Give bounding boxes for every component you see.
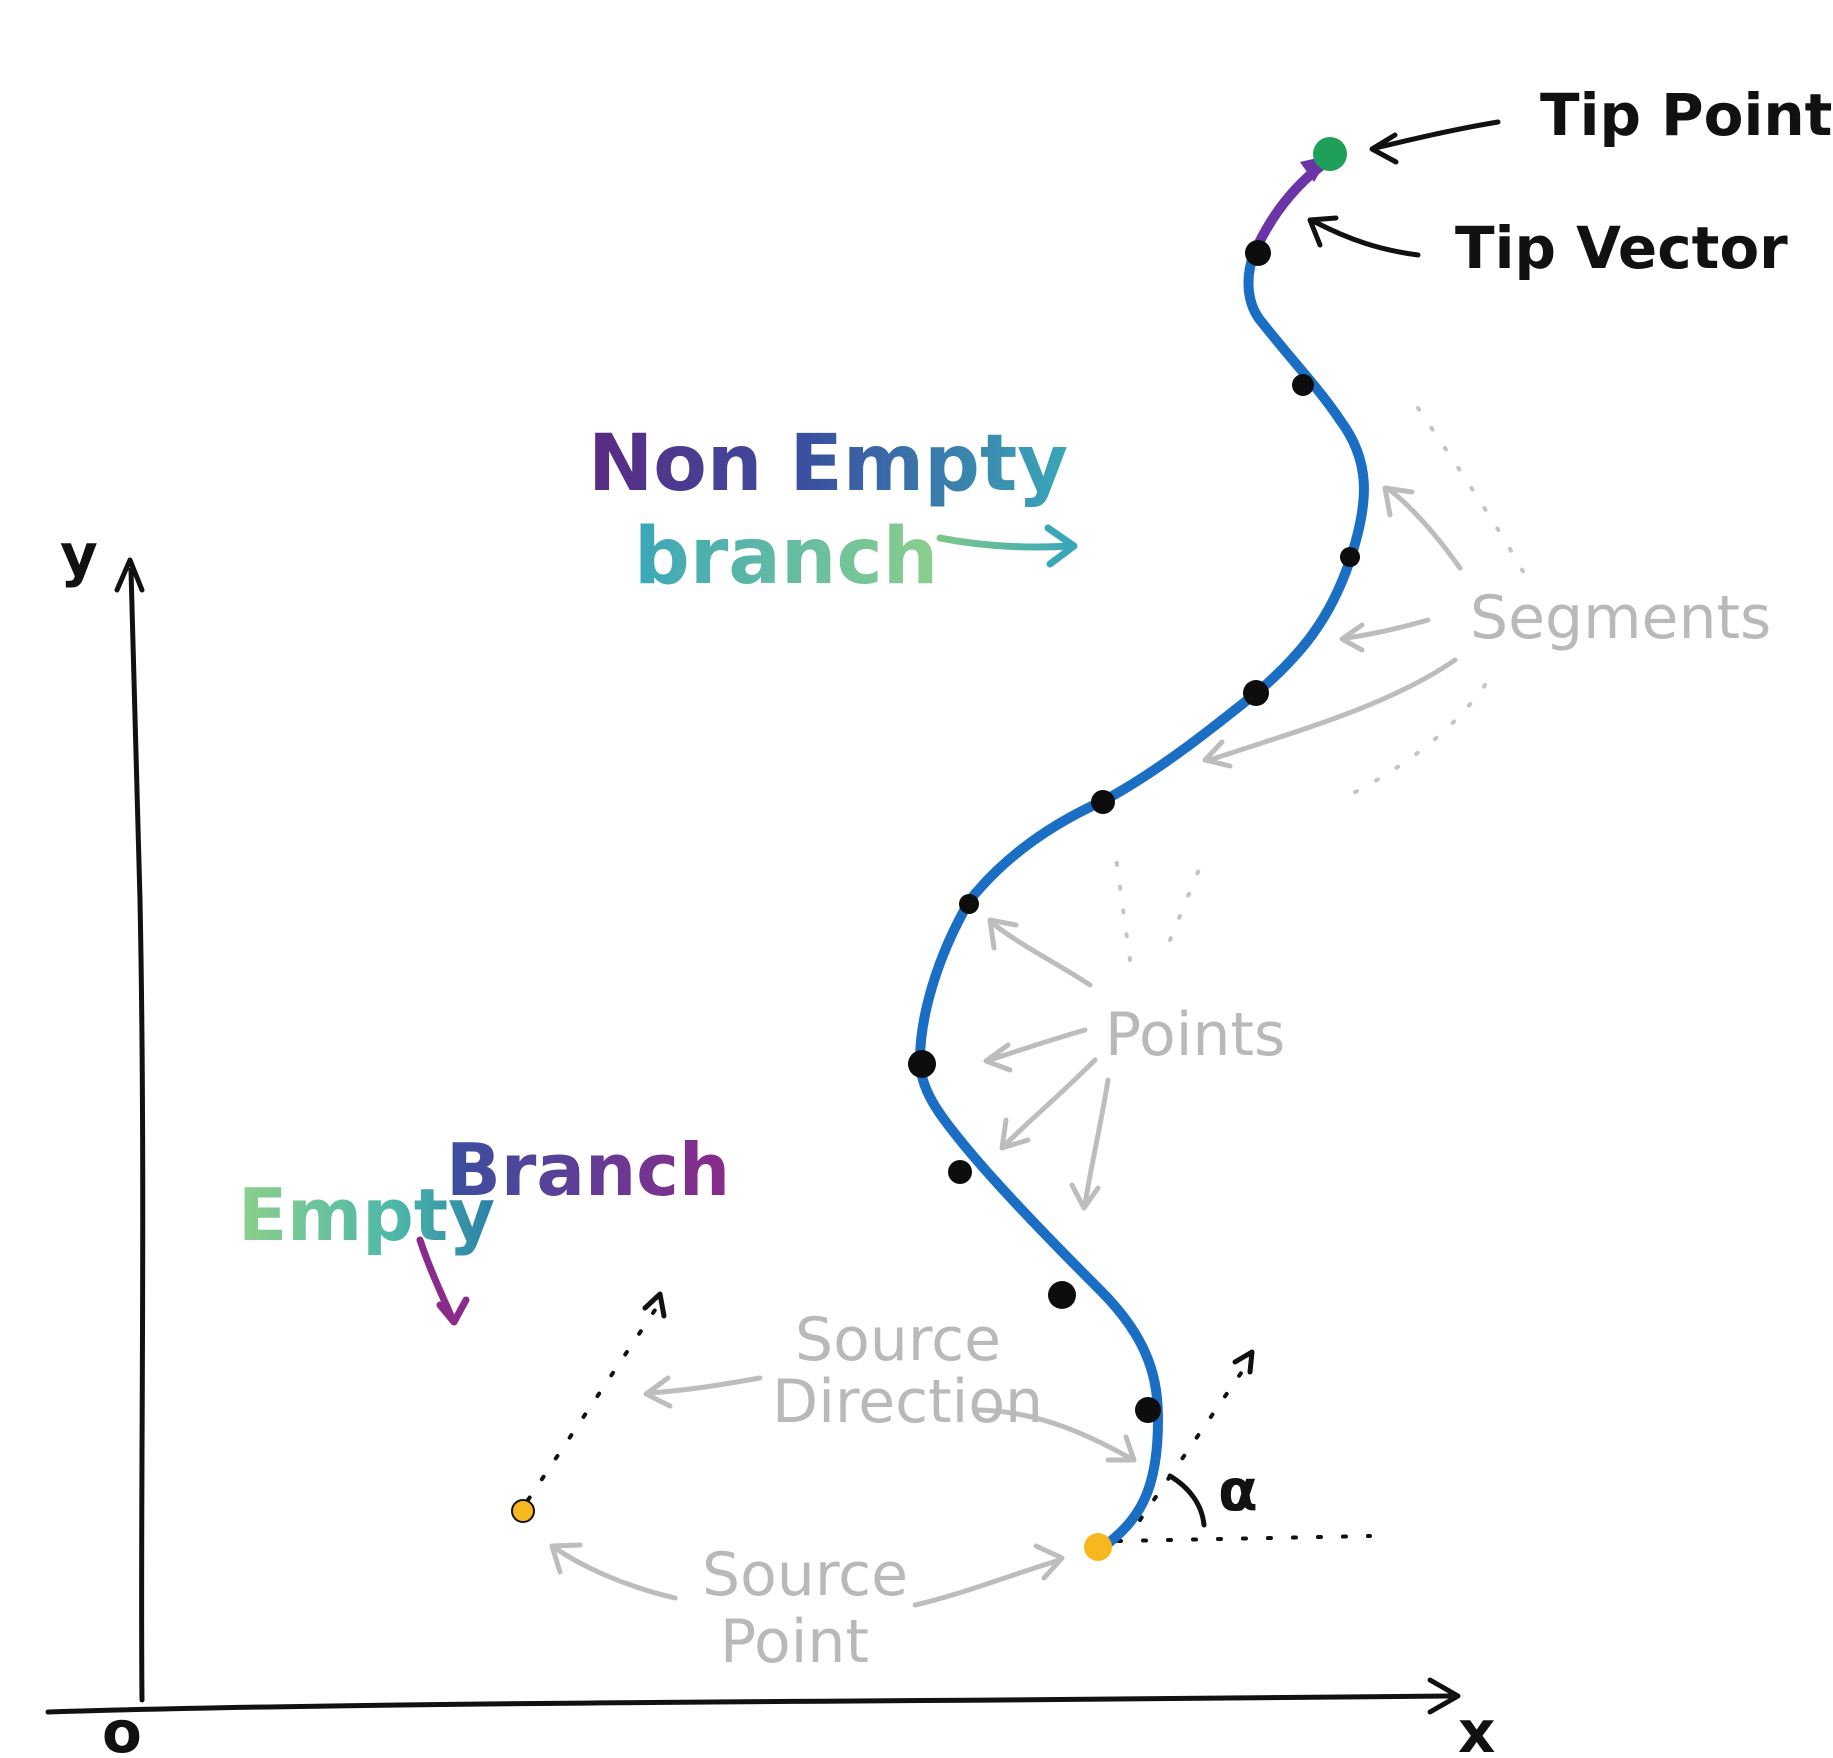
source-point-label-line2: Point [720, 1607, 869, 1677]
alpha-angle-arc [1167, 1473, 1207, 1528]
points-label: Points [1105, 1000, 1285, 1070]
empty-branch-label-word1: Empty [238, 1173, 495, 1257]
tip-vector-arrow [1312, 219, 1421, 258]
segments-arrowhead-2 [1339, 622, 1365, 653]
points-arrowhead-2 [983, 1042, 1013, 1073]
x-axis-arrowhead [1427, 1677, 1461, 1715]
source-point-arrow-left [552, 1545, 678, 1601]
non-empty-branch-arrow [936, 534, 1074, 551]
source-direction-arrowhead [1232, 1349, 1255, 1375]
tip-point [1313, 137, 1347, 171]
points-dotted-line-2 [1168, 853, 1207, 942]
empty-branch-source-point [511, 1499, 535, 1523]
source-direction-label-line2: Direction [772, 1367, 1043, 1437]
branch-point [1048, 1281, 1076, 1309]
branch-point [1091, 790, 1115, 814]
points-arrowhead-1 [987, 917, 1019, 951]
non-empty-branch-arrowhead [1044, 524, 1078, 568]
segment-dotted-line-1 [1416, 406, 1527, 577]
branch-point [948, 1160, 972, 1184]
points-arrowhead-4 [1069, 1182, 1101, 1211]
alpha-label: α [1218, 1456, 1258, 1524]
non-empty-branch-label-line2: branch [634, 512, 938, 602]
branch-point [1243, 680, 1269, 706]
tip-point-arrow [1372, 119, 1501, 151]
source-direction-arrowhead-right [1105, 1434, 1137, 1463]
tip-vector-arrowhead-annot [1307, 215, 1339, 248]
branch-point [1245, 240, 1271, 266]
points-arrowhead-3 [999, 1117, 1031, 1151]
segment-dotted-line-2 [1338, 683, 1487, 802]
non-empty-branch-source-point [1084, 1533, 1112, 1561]
branch-point [908, 1050, 936, 1078]
empty-branch-arrowhead [436, 1296, 470, 1326]
y-axis [128, 567, 146, 1703]
axis-label-x: x [1458, 1698, 1495, 1758]
segments-arrowhead-3 [1202, 739, 1233, 769]
source-direction-arrowhead-left [643, 1375, 673, 1409]
y-axis-arrowhead [114, 557, 145, 593]
source-direction-arrow-left [647, 1375, 763, 1396]
horizontal-reference-line [1116, 1534, 1372, 1543]
empty-branch-direction-arrowhead [642, 1291, 667, 1319]
source-point-label-line1: Source [702, 1540, 908, 1610]
branch-point [1292, 374, 1314, 396]
segments-arrow-2 [1342, 617, 1431, 641]
points-dotted-line-1 [1113, 848, 1132, 962]
tip-vector-label: Tip Vector [1455, 214, 1788, 282]
segments-label: Segments [1470, 583, 1771, 653]
axis-label-y: y [60, 521, 98, 589]
axes [45, 557, 1461, 1715]
points-arrow-4 [1082, 1077, 1111, 1208]
source-direction-arrow-right [972, 1407, 1133, 1461]
non-empty-branch-curve [915, 240, 1369, 1553]
source-direction-label-line1: Source [795, 1305, 1001, 1375]
segments-arrow-3 [1207, 657, 1458, 763]
source-point-arrowhead-left [549, 1542, 583, 1575]
branch-points [908, 240, 1360, 1423]
points-arrow-1 [992, 922, 1093, 988]
source-point-arrowhead-right [1033, 1543, 1065, 1581]
non-empty-branch-label-line1: Non Empty [588, 419, 1068, 509]
tip-point-label: Tip Point [1540, 81, 1832, 149]
points-arrow-3 [1002, 1057, 1098, 1148]
empty-branch-source-direction [526, 1308, 657, 1502]
tip-point-arrowhead [1369, 132, 1399, 165]
branch-point [1135, 1397, 1161, 1423]
x-axis [45, 1693, 1453, 1715]
branch-point [1340, 547, 1360, 567]
segments-arrowhead-1 [1382, 485, 1415, 518]
branch-point [959, 894, 979, 914]
origin-label: o [102, 1698, 142, 1758]
empty-branch-label-word2: Branch [446, 1128, 730, 1212]
points-arrow-2 [987, 1027, 1088, 1063]
source-point-arrow-right [912, 1557, 1063, 1608]
segments-arrow-1 [1387, 487, 1463, 571]
